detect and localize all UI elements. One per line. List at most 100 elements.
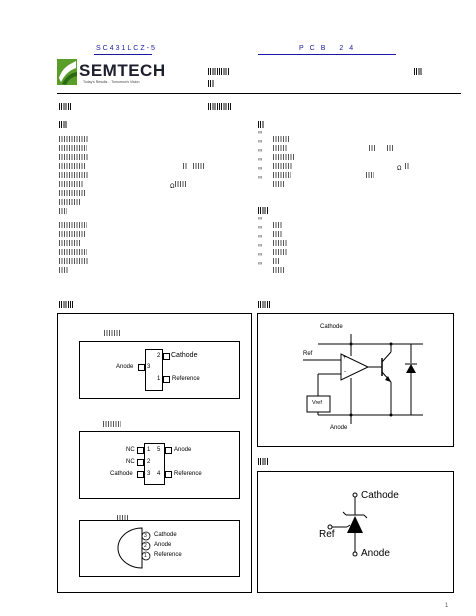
sot23-3-pin1-number: 1	[157, 376, 161, 382]
desc-line-1	[59, 130, 89, 142]
to92-pin2-number: 2	[144, 543, 147, 549]
logo-brand-text: SEMTECH	[79, 61, 166, 80]
block-diagram	[303, 334, 423, 424]
part-number-link[interactable]: SC431LCZ-5	[96, 45, 157, 52]
block-cathode-label: Cathode	[320, 324, 343, 330]
block-vref-label: Vref	[312, 400, 322, 406]
block-diagram-panel: Cathode Ref + - Vref Anode	[257, 313, 454, 447]
sot23-3-pin3	[138, 364, 145, 371]
feature-item: ∞Ω	[258, 157, 409, 172]
title-right-mark	[414, 63, 422, 81]
sot23-5-pin3	[137, 471, 144, 478]
sot23-5-pin1-number: 1	[147, 447, 151, 453]
desc-line-7	[59, 184, 85, 196]
applications-heading	[258, 202, 268, 220]
pcb-link-underline	[258, 54, 396, 55]
desc-heading	[59, 116, 67, 134]
symbol-ref-label: Ref	[319, 529, 335, 540]
feature-item: ∞	[258, 175, 285, 187]
feature-item: ∞	[258, 139, 393, 151]
desc-line-3	[59, 148, 89, 160]
pcb-link[interactable]: PCB 24	[299, 45, 360, 52]
desc-line-6: Ω	[59, 175, 187, 190]
sot23-5-pin4-number: 4	[157, 471, 161, 477]
application-item: ∞	[258, 216, 283, 228]
desc-para2-line-3	[59, 234, 81, 246]
symbol-anode-label: Anode	[361, 548, 390, 559]
desc-para2-line-1	[59, 216, 87, 228]
to92-package-frame: 3 Cathode 2 Anode 1 Reference	[79, 520, 240, 577]
sot23-5-pin5-number: 5	[157, 447, 161, 453]
sot23-3-pin2	[163, 353, 170, 360]
desc-para2-line-4	[59, 243, 87, 255]
header-rule	[57, 93, 461, 94]
sot23-5-pin5	[165, 447, 172, 454]
feature-item: ∞	[258, 130, 289, 142]
sot23-3-pin2-name: Cathode	[171, 352, 198, 359]
to92-pin1-name: Reference	[154, 552, 182, 558]
sot23-5-pin3-number: 3	[147, 471, 151, 477]
to92-pin2-name: Anode	[154, 542, 172, 548]
to92-caption	[117, 509, 129, 527]
section-heading-right	[208, 98, 232, 116]
sot23-5-caption	[103, 415, 121, 433]
feature-item: ∞	[258, 148, 295, 160]
to92-pin1-number: 1	[144, 553, 147, 559]
omega-mark-1: Ω	[170, 184, 175, 190]
application-item: ∞	[258, 261, 285, 273]
logo-tagline: Today's Results .. Tomorrow's Vision	[83, 80, 140, 84]
block-ref-label: Ref	[303, 351, 313, 357]
desc-line-9	[59, 202, 67, 214]
omega-mark-2: Ω	[397, 166, 402, 172]
to92-outline	[117, 527, 151, 569]
feature-item: ∞	[258, 166, 374, 178]
sot23-5-pin5-name: Anode	[174, 447, 192, 453]
sot23-3-caption	[104, 324, 120, 342]
application-item: ∞	[258, 252, 279, 264]
symbol-panel: Cathode Ref Anode	[257, 471, 454, 593]
block-minus-label: -	[344, 369, 346, 375]
desc-para2-line-6	[59, 261, 69, 273]
sot23-3-pin3-name: Anode	[116, 364, 134, 370]
sot23-3-pin2-number: 2	[157, 353, 161, 359]
desc-para2-line-5	[59, 252, 89, 264]
title-line-2	[208, 75, 214, 93]
to92-pin3-number: 3	[144, 533, 147, 539]
sot23-5-body	[144, 443, 165, 485]
symbol-cathode-label: Cathode	[361, 490, 399, 501]
symbol-heading	[258, 453, 268, 471]
to92-pin3-name: Cathode	[154, 532, 177, 538]
semtech-logo-mark	[57, 59, 77, 85]
application-item: ∞	[258, 225, 283, 237]
sot23-3-pin3-number: 3	[147, 364, 151, 370]
sot23-5-pin2-number: 2	[147, 459, 151, 465]
pin-config-heading	[59, 296, 73, 314]
zener-symbol	[327, 492, 368, 557]
part-number-underline	[94, 54, 152, 55]
sot23-3-body	[145, 349, 163, 391]
sot23-5-pin4	[165, 471, 172, 478]
block-anode-label: Anode	[330, 425, 348, 431]
sot23-5-pin4-name: Reference	[174, 471, 202, 477]
semtech-logo: SEMTECH Today's Results .. Tomorrow's Vi…	[57, 58, 197, 88]
block-diagram-heading	[258, 296, 270, 314]
desc-line-4	[59, 157, 205, 169]
sot23-3-pin1-name: Reference	[172, 376, 200, 382]
application-item: ∞	[258, 234, 287, 246]
page-mark: 1	[445, 603, 449, 609]
features-heading	[258, 116, 264, 134]
sot23-3-pin1	[163, 376, 170, 383]
desc-para2-line-2	[59, 225, 85, 237]
block-plus-label: +	[343, 355, 347, 361]
title-line-1	[208, 63, 230, 81]
sot23-5-pin1	[137, 447, 144, 454]
application-item: ∞	[258, 243, 287, 255]
sot23-5-pin2-name: NC	[126, 459, 135, 465]
sot23-5-pin1-name: NC	[126, 447, 135, 453]
desc-line-5	[59, 166, 89, 178]
sot23-3-package-frame: 2 Cathode 3 Anode 1 Reference	[79, 341, 240, 399]
desc-line-8	[59, 193, 81, 205]
section-heading-power	[59, 98, 71, 116]
sot23-5-package-frame: 1 NC 2 NC 3 Cathode 5 Anode 4 Reference	[79, 431, 240, 499]
sot23-5-pin3-name: Cathode	[110, 471, 133, 477]
